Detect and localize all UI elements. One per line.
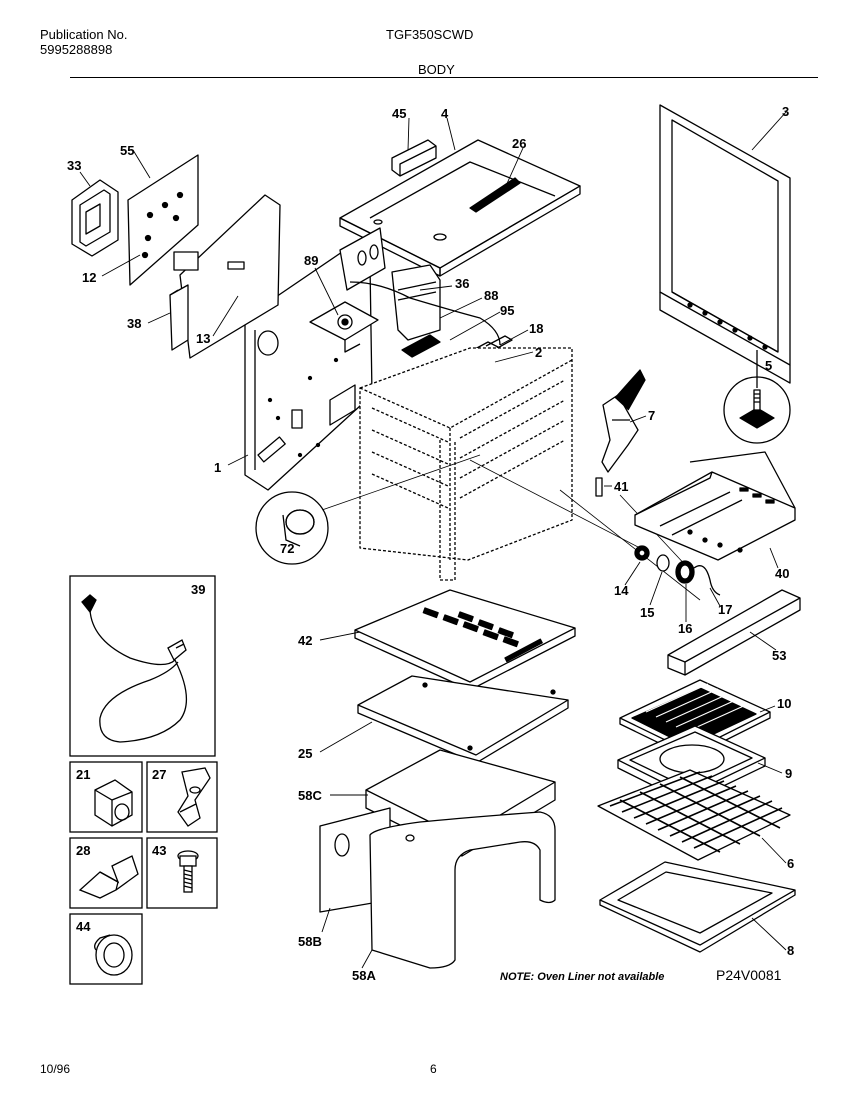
part-rear-shield bbox=[173, 194, 281, 359]
part-oven-rack bbox=[597, 769, 791, 861]
part-duct-36 bbox=[391, 264, 441, 341]
label-43: 43 bbox=[152, 843, 166, 858]
label-45: 45 bbox=[392, 106, 406, 121]
label-7: 7 bbox=[648, 408, 655, 423]
label-38: 38 bbox=[127, 316, 141, 331]
part-bottom-panel bbox=[357, 675, 569, 764]
part-terminal-block bbox=[94, 779, 133, 827]
label-18: 18 bbox=[529, 321, 543, 336]
publication-label: Publication No. bbox=[40, 27, 128, 42]
label-16: 16 bbox=[678, 621, 692, 636]
part-door-liner bbox=[599, 861, 796, 953]
part-bracket-95 bbox=[401, 334, 441, 358]
label-58b: 58B bbox=[298, 934, 322, 949]
label-5: 5 bbox=[765, 358, 772, 373]
label-9: 9 bbox=[785, 766, 792, 781]
part-trim-strip bbox=[667, 589, 801, 676]
part-bracket-45 bbox=[391, 139, 437, 177]
label-13: 13 bbox=[196, 331, 210, 346]
label-21: 21 bbox=[76, 767, 90, 782]
diagram-code: P24V0081 bbox=[716, 967, 782, 983]
part-bracket-89 bbox=[309, 301, 379, 353]
label-6: 6 bbox=[787, 856, 794, 871]
part-oven-cavity bbox=[359, 347, 573, 581]
label-1: 1 bbox=[214, 460, 221, 475]
part-leveling-leg bbox=[723, 350, 791, 444]
label-58a: 58A bbox=[352, 968, 376, 983]
label-28: 28 bbox=[76, 843, 90, 858]
part-screw bbox=[177, 850, 199, 893]
part-door-hinge bbox=[601, 369, 646, 473]
label-26: 26 bbox=[512, 136, 526, 151]
inset-box-39 bbox=[69, 575, 216, 757]
part-labels: 45 4 26 3 5 33 55 12 38 13 1 89 36 88 95… bbox=[67, 104, 794, 983]
label-10: 10 bbox=[777, 696, 791, 711]
label-95: 95 bbox=[500, 303, 514, 318]
part-broiler-shield bbox=[634, 451, 796, 561]
part-bracket-38 bbox=[169, 284, 189, 351]
label-8: 8 bbox=[787, 943, 794, 958]
label-58c: 58C bbox=[298, 788, 322, 803]
label-27: 27 bbox=[152, 767, 166, 782]
part-vent-bracket bbox=[339, 227, 386, 291]
part-bracket-55 bbox=[127, 154, 199, 286]
label-72: 72 bbox=[280, 541, 294, 556]
part-top-panel bbox=[339, 139, 581, 277]
label-14: 14 bbox=[614, 583, 629, 598]
footer-date: 10/96 bbox=[40, 1062, 71, 1076]
inset-box-43 bbox=[146, 837, 218, 909]
section-title: BODY bbox=[418, 62, 455, 77]
label-40: 40 bbox=[775, 566, 789, 581]
label-89: 89 bbox=[304, 253, 318, 268]
part-oven-bottom bbox=[354, 589, 576, 691]
leader-lines bbox=[79, 111, 787, 969]
label-41: 41 bbox=[614, 479, 628, 494]
part-clip-41 bbox=[595, 477, 603, 497]
label-4: 4 bbox=[441, 106, 449, 121]
label-55: 55 bbox=[120, 143, 134, 158]
part-junction-box bbox=[71, 179, 119, 257]
label-12: 12 bbox=[82, 270, 96, 285]
publication-number: 5995288898 bbox=[40, 42, 113, 57]
part-knob-bushing bbox=[94, 934, 133, 976]
label-44: 44 bbox=[76, 919, 91, 934]
label-42: 42 bbox=[298, 633, 312, 648]
label-15: 15 bbox=[640, 605, 654, 620]
label-17: 17 bbox=[718, 602, 732, 617]
part-power-cord bbox=[81, 594, 188, 743]
header-rule bbox=[70, 77, 818, 78]
label-39: 39 bbox=[191, 582, 205, 597]
footer-page-number: 6 bbox=[430, 1062, 437, 1076]
part-insulation-58a bbox=[319, 807, 556, 969]
part-spring-clip bbox=[78, 855, 139, 899]
part-door-frame bbox=[659, 104, 791, 384]
label-53: 53 bbox=[772, 648, 786, 663]
label-88: 88 bbox=[484, 288, 498, 303]
part-lamp-receptacle bbox=[634, 545, 721, 596]
label-25: 25 bbox=[298, 746, 312, 761]
part-lamp-lens bbox=[255, 491, 329, 565]
inset-boxes bbox=[69, 575, 218, 985]
label-2: 2 bbox=[535, 345, 542, 360]
oven-liner-note: NOTE: Oven Liner not available bbox=[500, 971, 664, 983]
label-36: 36 bbox=[455, 276, 469, 291]
label-33: 33 bbox=[67, 158, 81, 173]
model-number: TGF350SCWD bbox=[386, 27, 474, 42]
label-3: 3 bbox=[782, 104, 789, 119]
part-clamp-27 bbox=[177, 767, 211, 827]
